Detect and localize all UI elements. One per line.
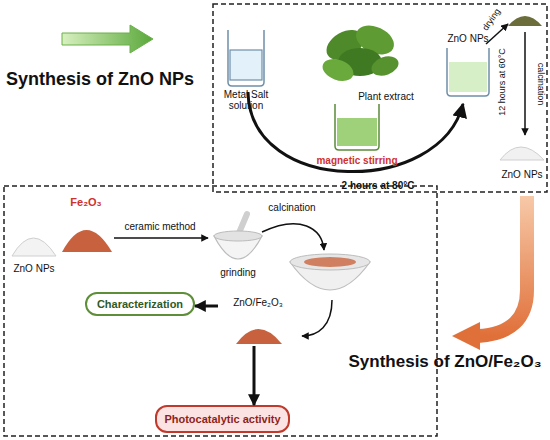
text-label: magnetic stirring — [316, 155, 397, 166]
beaker-liquid — [230, 50, 262, 80]
text-label: 12 hours at 60°C — [498, 48, 508, 116]
beaker — [335, 104, 379, 150]
text-label: ceramic method — [124, 221, 195, 232]
text-label: Synthesis of ZnO NPs — [6, 70, 194, 90]
orange-arrow-head — [452, 322, 480, 350]
plant-leaves — [320, 20, 402, 85]
text-label: calcination — [535, 63, 545, 106]
process-curve-arrow — [248, 92, 463, 172]
process-arrow — [262, 224, 324, 250]
text-label: grinding — [220, 267, 256, 278]
flow-arrow — [195, 305, 218, 308]
process-arrow — [524, 32, 526, 135]
text-label: 2 hours at 80°C — [342, 180, 415, 191]
beaker — [228, 30, 264, 86]
process-arrow — [302, 300, 332, 336]
text-label: drying — [481, 7, 503, 33]
leaf — [369, 53, 401, 79]
bowl-rim — [290, 254, 370, 270]
zno-powder — [12, 238, 56, 256]
beaker-glass — [447, 48, 489, 96]
beaker-liquid — [337, 118, 377, 146]
text-label: ZnO NPs — [447, 33, 488, 44]
beaker-glass — [335, 104, 379, 150]
node-text: Characterization — [97, 298, 183, 310]
result-box: Characterization — [85, 292, 195, 316]
product-powder: ZnO/Fe₂O₃ — [218, 296, 298, 346]
flow-arrow — [253, 346, 256, 405]
bowl-powder — [304, 257, 356, 267]
result-box: Photocatalytic activity — [155, 405, 290, 433]
crucible-bowl — [290, 254, 370, 290]
text-label: Fe₂O₃ — [70, 196, 101, 208]
powder-pile-shape — [236, 329, 282, 344]
mortar-rim — [214, 231, 262, 241]
beaker-liquid — [449, 62, 487, 92]
green-arrow — [62, 25, 153, 53]
node-text: Photocatalytic activity — [164, 413, 280, 425]
dashed-frame — [4, 186, 437, 436]
dashed-frame — [213, 4, 547, 192]
text-label: Metal Salt solution — [214, 89, 278, 111]
fe2o3-powder — [62, 230, 112, 252]
mortar-pestle — [214, 214, 262, 259]
process-arrow — [114, 237, 208, 239]
text-label: Synthesis of ZnO/Fe₂O₃ — [349, 353, 542, 372]
beaker — [447, 48, 489, 96]
text-label: ZnO NPs — [13, 263, 54, 274]
zno-powder — [500, 147, 544, 160]
node-text: ZnO/Fe₂O₃ — [233, 297, 283, 308]
dried-powder — [508, 16, 542, 26]
text-label: Plant extract — [358, 91, 414, 102]
text-label: calcination — [268, 202, 315, 213]
beaker-glass — [228, 30, 264, 86]
leaf — [320, 55, 357, 85]
text-label: ZnO NPs — [501, 169, 542, 180]
orange-arrow — [478, 196, 527, 336]
